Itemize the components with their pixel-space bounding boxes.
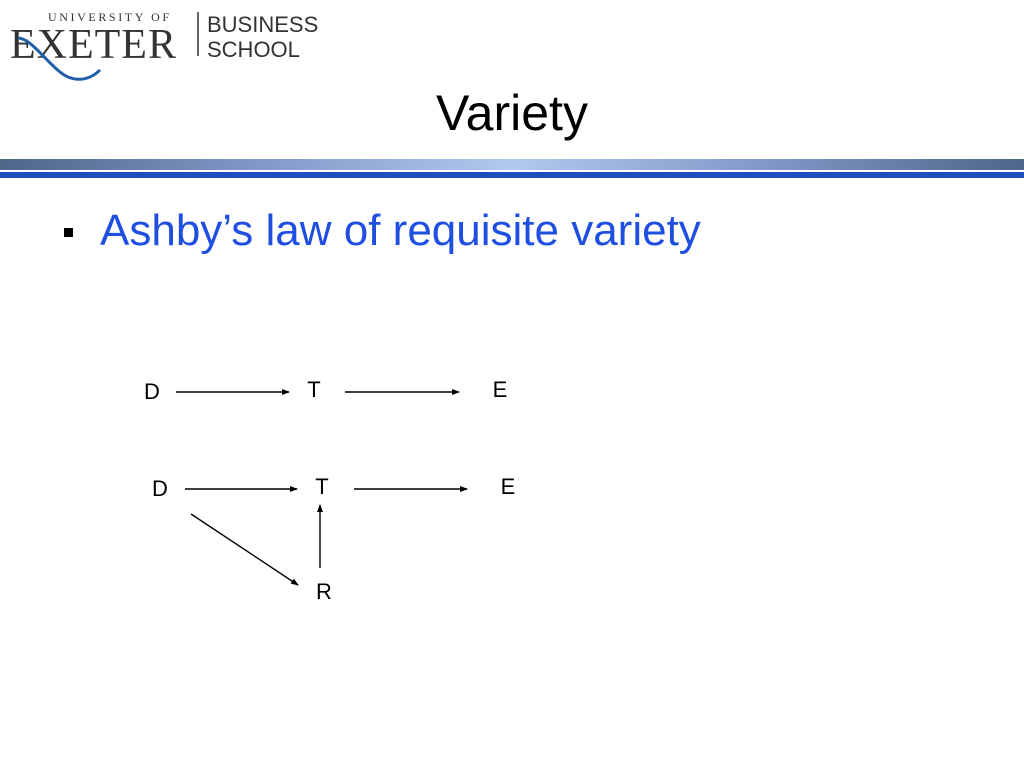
slide-title: Variety [436, 85, 588, 141]
logo-school: SCHOOL [207, 37, 300, 62]
university-logo: UNIVERSITY OF EXETER BUSINESS SCHOOL [0, 0, 330, 100]
row2-node-e: E [501, 474, 516, 499]
bullet-text: Ashby’s law of requisite variety [100, 206, 701, 255]
header-rule-blue [0, 172, 1024, 178]
logo-university-of: UNIVERSITY OF [48, 10, 172, 24]
row2-node-t: T [315, 474, 328, 499]
row1-node-d: D [144, 379, 160, 404]
row2-arrow-d-to-r [190, 513, 299, 586]
row1-node-e: E [493, 377, 508, 402]
logo-business: BUSINESS [207, 12, 318, 37]
logo-swoosh [17, 36, 102, 81]
logo-exeter: EXETER [10, 22, 177, 68]
square-bullet-icon [64, 228, 73, 237]
row2-node-r: R [316, 579, 332, 604]
row1-node-t: T [307, 377, 320, 402]
row2-node-d: D [152, 476, 168, 501]
header-rule-gradient [0, 159, 1024, 170]
exeter-business-school-logo: UNIVERSITY OF EXETER BUSINESS SCHOOL [10, 10, 318, 81]
